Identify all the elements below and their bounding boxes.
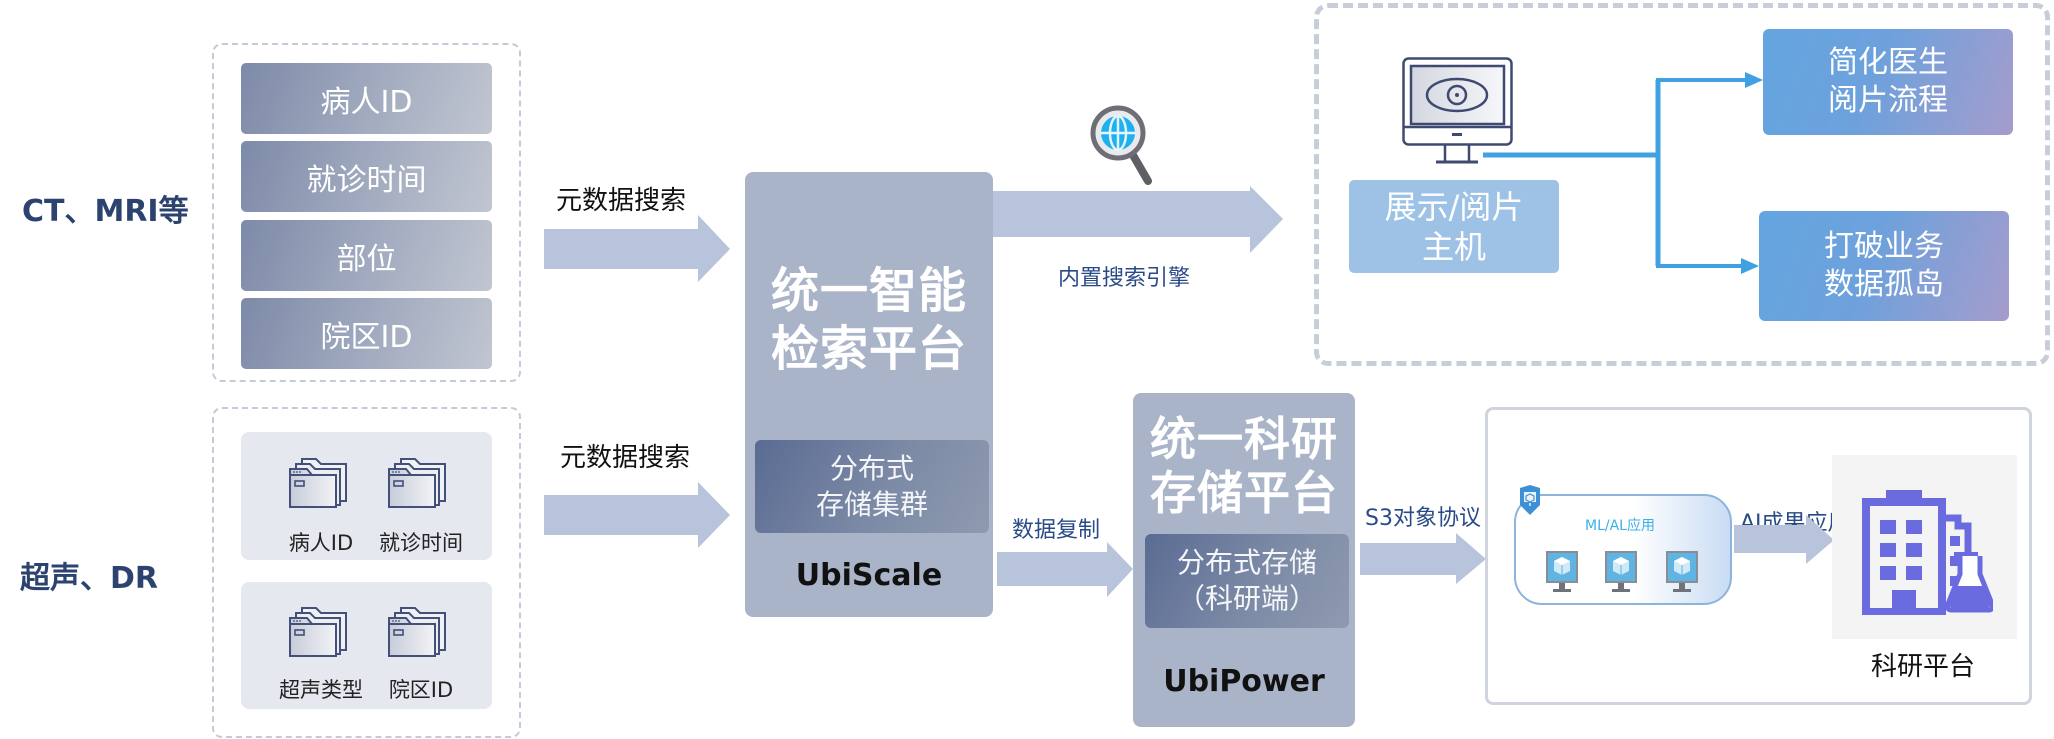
research-storage-line1: 分布式存储: [1176, 546, 1317, 579]
benefit-simplify-reading: 简化医生 阅片流程: [1763, 29, 2013, 135]
folder-stack-icon: [288, 604, 354, 658]
vm-monitor-icon: [1604, 550, 1638, 594]
retrieval-platform-title: 统一智能 检索平台: [745, 262, 993, 378]
arrow-data-replication: [997, 542, 1133, 597]
storage-cluster-line2: 存储集群: [815, 487, 928, 521]
research-storage-platform-title: 统一科研 存储平台: [1133, 412, 1355, 520]
retrieval-platform-title-line2: 检索平台: [770, 321, 967, 377]
arrow-builtin-search-engine: [993, 186, 1283, 253]
host-line1: 展示/阅片: [1384, 187, 1524, 226]
viewing-area-group: [1314, 3, 2050, 366]
research-platform-title-line1: 统一科研: [1150, 412, 1338, 466]
ct-mri-metadata-group: [212, 43, 521, 382]
product-name-ubipower: UbiPower: [1163, 664, 1325, 699]
storage-cluster-line1: 分布式: [829, 451, 914, 485]
benefit-line2: 数据孤岛: [1824, 267, 1944, 302]
folder-label-patient-id: 病人ID: [288, 531, 354, 555]
folder-stack-icon: [387, 455, 453, 509]
metadata-field-body-part: 部位: [241, 220, 492, 291]
benefit-break-data-silos: 打破业务 数据孤岛: [1759, 211, 2009, 321]
arrow-s3-protocol: [1360, 533, 1486, 584]
vm-monitor-icon: [1665, 550, 1699, 594]
metadata-panel: [241, 432, 492, 560]
folder-stack-icon: [387, 604, 453, 658]
distributed-storage-research-end: 分布式存储 （科研端）: [1145, 534, 1349, 628]
arrow-label-builtin-search-engine: 内置搜索引擎: [1058, 266, 1191, 291]
benefit-line1: 简化医生: [1828, 45, 1948, 80]
research-platform-label: 科研平台: [1870, 652, 1975, 682]
display-reading-host: 展示/阅片 主机: [1349, 180, 1559, 273]
arrow-label-data-replication: 数据复制: [1012, 518, 1101, 543]
metadata-panel: [241, 582, 492, 709]
research-platform-title-line2: 存储平台: [1150, 466, 1338, 520]
metadata-field-visit-time: 就诊时间: [241, 141, 492, 212]
folder-label-campus-id: 院区ID: [388, 678, 454, 702]
monitor-eye-icon: [1402, 57, 1513, 164]
ultrasound-dr-metadata-group: [212, 407, 521, 738]
host-line2: 主机: [1421, 227, 1486, 266]
arrow-label-metadata-search-top: 元数据搜索: [556, 186, 687, 216]
retrieval-platform-title-line1: 统一智能: [770, 263, 967, 319]
folder-label-visit-time: 就诊时间: [379, 531, 463, 555]
arrow-metadata-search-bottom: [544, 482, 730, 548]
metadata-field-patient-id: 病人ID: [241, 63, 492, 134]
research-storage-line2: （科研端）: [1176, 582, 1317, 615]
folder-label-ultrasound-type: 超声类型: [279, 678, 363, 702]
retrieval-platform-box: [745, 172, 993, 617]
arrow-label-metadata-search-bottom: 元数据搜索: [560, 443, 691, 473]
benefit-line2: 阅片流程: [1828, 83, 1948, 118]
branch-connector: [1483, 72, 1763, 274]
arrow-label-s3-protocol: S3对象协议: [1365, 506, 1481, 531]
shield-cube-icon: [1520, 485, 1540, 515]
ml-app-label: ML/AL应用: [1585, 518, 1655, 534]
arrow-ai-result-application: [1734, 515, 1834, 564]
vm-monitor-icon: [1545, 550, 1579, 594]
benefit-line1: 打破业务: [1824, 229, 1944, 264]
folder-stack-icon: [288, 455, 354, 509]
arrow-metadata-search-top: [544, 215, 730, 282]
distributed-storage-cluster: 分布式 存储集群: [755, 440, 989, 533]
research-building-flask-icon: [1862, 490, 1993, 615]
source-label-ultrasound-dr: 超声、DR: [20, 561, 159, 596]
product-name-ubiscale: UbiScale: [795, 558, 943, 593]
magnifier-globe-icon: [1090, 105, 1152, 185]
source-label-ct-mri: CT、MRI等: [22, 194, 189, 229]
metadata-field-campus-id: 院区ID: [241, 298, 492, 369]
